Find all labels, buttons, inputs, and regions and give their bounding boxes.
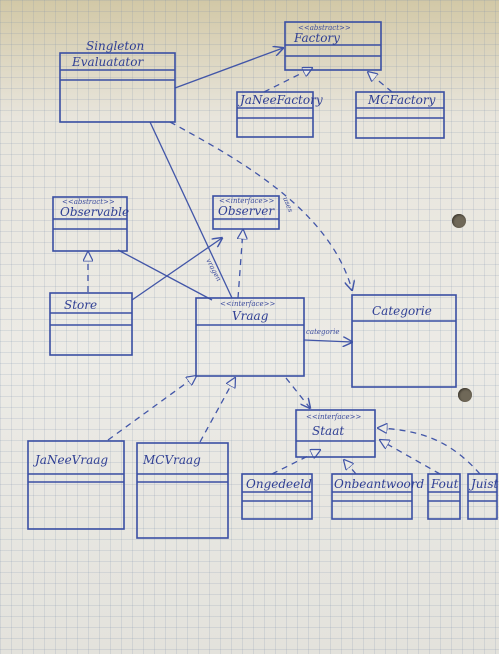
class-janeevraag: JaNeeVraag bbox=[27, 440, 125, 530]
class-janeefactory: JaNeeFactory bbox=[236, 91, 323, 138]
class-staat: <<interface>> Staat bbox=[295, 409, 376, 458]
class-name-observer: Observer bbox=[218, 204, 275, 218]
class-name-categorie: Categorie bbox=[372, 304, 432, 318]
class-ongedeeld: Ongedeeld bbox=[241, 473, 313, 520]
edge-label-vragen: vragen bbox=[204, 257, 223, 283]
class-name-evaluator: Evaluatator bbox=[71, 55, 144, 69]
edge-store-observer bbox=[131, 238, 222, 301]
stereotype-staat: <<interface>> bbox=[306, 413, 361, 421]
class-name-mcvraag: MCVraag bbox=[142, 453, 201, 467]
class-vraag: <<interface>> Vraag bbox=[195, 297, 305, 377]
punch-hole-top bbox=[452, 214, 466, 228]
class-name-factory: Factory bbox=[293, 31, 340, 45]
edge-janeevraag-vraag bbox=[107, 376, 196, 441]
edge-onbeantwoord-staat bbox=[344, 460, 357, 475]
stereotype-evaluator: Singleton bbox=[86, 39, 144, 53]
class-name-observable: Observable bbox=[60, 205, 129, 219]
class-name-vraag: Vraag bbox=[232, 309, 269, 323]
edge-label-categorie: categorie bbox=[306, 328, 339, 336]
stereotype-observer: <<interface>> bbox=[219, 197, 274, 205]
class-factory: <<abstract>> Factory bbox=[284, 21, 382, 71]
class-name-store: Store bbox=[64, 298, 97, 312]
edge-fout-staat bbox=[380, 440, 441, 475]
edge-evaluator-categorie bbox=[169, 121, 352, 290]
edge-evaluator-vraag bbox=[149, 121, 233, 299]
stereotype-vraag: <<interface>> bbox=[220, 300, 275, 308]
edge-mcvraag-vraag bbox=[199, 378, 235, 443]
edge-juist-staat bbox=[378, 428, 481, 475]
class-fout: Fout bbox=[427, 473, 461, 520]
class-mcfactory: MCFactory bbox=[355, 91, 445, 139]
class-categorie: Categorie bbox=[351, 294, 457, 388]
class-name-onbeantwoord: Onbeantwoord bbox=[334, 477, 425, 491]
edge-vraag-staat bbox=[285, 377, 310, 408]
edge-label-uses: uses bbox=[281, 196, 295, 214]
class-name-fout: Fout bbox=[430, 477, 459, 491]
class-name-staat: Staat bbox=[312, 424, 344, 438]
class-observable: <<abstract>> Observable bbox=[52, 196, 129, 252]
edge-janeefactory-factory bbox=[263, 68, 312, 93]
punch-hole-bottom bbox=[458, 388, 472, 402]
class-mcvraag: MCVraag bbox=[136, 442, 229, 539]
class-evaluator: Singleton Evaluatator bbox=[59, 39, 176, 123]
edge-mcfactory-factory bbox=[368, 72, 393, 93]
class-name-janeefactory: JaNeeFactory bbox=[237, 93, 323, 107]
class-onbeantwoord: Onbeantwoord bbox=[331, 473, 425, 520]
class-name-mcfactory: MCFactory bbox=[367, 93, 436, 107]
edge-observable-vraag bbox=[117, 249, 213, 301]
class-juist: Juist bbox=[467, 473, 499, 520]
stereotype-factory: <<abstract>> bbox=[298, 24, 351, 32]
class-observer: <<interface>> Observer bbox=[212, 195, 280, 230]
class-name-ongedeeld: Ongedeeld bbox=[246, 477, 312, 491]
edge-evaluator-factory bbox=[174, 48, 283, 89]
edge-ongedeeld-staat bbox=[271, 450, 320, 475]
class-store: Store bbox=[49, 292, 133, 356]
class-name-juist: Juist bbox=[468, 477, 499, 491]
edge-vraag-observer bbox=[238, 230, 243, 299]
class-name-janeevraag: JaNeeVraag bbox=[32, 453, 108, 467]
edge-vraag-categorie bbox=[303, 340, 352, 342]
stereotype-observable: <<abstract>> bbox=[62, 198, 115, 206]
